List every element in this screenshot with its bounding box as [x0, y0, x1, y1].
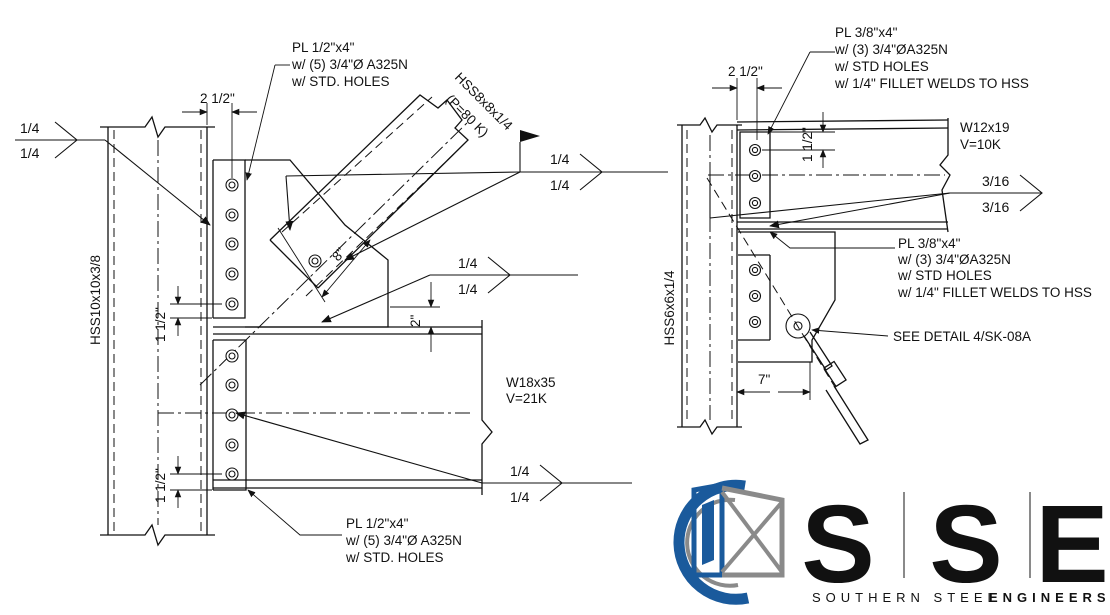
- right-top-plate-line-3: w/ STD HOLES: [834, 59, 929, 74]
- bolt: [225, 178, 239, 192]
- left-connection-detail: HSS10x10x3/8 8" HSS8x8x1/4 (P: [15, 40, 668, 565]
- brace-bolt: [308, 254, 322, 268]
- right-top-plate-line-4: w/ 1/4" FILLET WELDS TO HSS: [834, 76, 1029, 91]
- weld-brace-a: 1/4: [550, 151, 570, 167]
- bolt: [748, 315, 762, 329]
- logo-tagline-a: SOUTHERN STEEL: [812, 590, 1000, 605]
- weld-symbol-beam-bottom: [235, 411, 632, 502]
- right-bottom-bolts: [748, 263, 762, 329]
- weld-symbol-right-beam: [709, 174, 1043, 229]
- left-lower-bolts: [225, 349, 239, 481]
- dim-spacing-lower-text: 1 1/2": [153, 468, 168, 503]
- bolt: [225, 297, 239, 311]
- weld-right-beam-a: 3/16: [982, 173, 1009, 189]
- logo-letter-s1: S: [801, 483, 874, 606]
- right-top-plate-line-2: w/ (3) 3/4"ØA325N: [834, 42, 948, 57]
- dim-spacing-upper-text: 1 1/2": [153, 307, 168, 342]
- logo-emblem: [673, 479, 785, 605]
- bolt: [225, 408, 239, 422]
- dim-spacing-upper: [170, 286, 222, 336]
- weld-symbol-gusset: [321, 256, 578, 323]
- logo-tagline-b: ENGINEERS: [989, 590, 1110, 605]
- weld-right-beam-b: 3/16: [982, 199, 1009, 215]
- dim-edge-top-left-text: 2 1/2": [200, 91, 235, 106]
- bolt: [225, 267, 239, 281]
- right-top-plate: [739, 131, 771, 219]
- dim-plate-width-text: 7": [758, 372, 771, 387]
- dim-edge-top-left: [182, 103, 257, 178]
- right-beam-label: W12x19: [960, 120, 1010, 135]
- right-top-plate-line-1: PL 3/8"x4": [835, 25, 898, 40]
- right-beam-shear: V=10K: [960, 137, 1001, 152]
- bolt: [225, 438, 239, 452]
- dim-gusset-gap: [390, 282, 440, 352]
- bolt: [748, 196, 762, 210]
- weld-brace-b: 1/4: [550, 177, 570, 193]
- left-upper-plate: [212, 159, 246, 319]
- right-column-label: HSS6x6x1/4: [662, 270, 677, 346]
- bolt: [225, 237, 239, 251]
- weld-beam-bottom-b: 1/4: [510, 489, 530, 505]
- top-plate-line-1: PL 1/2"x4": [292, 40, 355, 55]
- right-bottom-plate: [738, 231, 836, 363]
- logo-letter-s2: S: [929, 483, 1002, 606]
- logo-letter-e: E: [1035, 483, 1108, 606]
- bolt: [748, 143, 762, 157]
- right-bottom-plate-line-1: PL 3/8"x4": [898, 236, 961, 251]
- right-bottom-plate-line-4: w/ 1/4" FILLET WELDS TO HSS: [897, 285, 1092, 300]
- left-beam-label: W18x35: [506, 375, 556, 390]
- bottom-plate-line-1: PL 1/2"x4": [346, 516, 409, 531]
- right-top-bolts: [748, 143, 762, 210]
- right-bottom-plate-line-3: w/ STD HOLES: [897, 268, 992, 283]
- right-connection-detail: HSS6x6x1/4 W12x19 V=10K: [662, 25, 1092, 445]
- bolt: [225, 349, 239, 363]
- top-plate-line-3: w/ STD. HOLES: [291, 74, 390, 89]
- bolt: [225, 467, 239, 481]
- weld-gusset-a: 1/4: [458, 255, 478, 271]
- dim-edge-top-right-text: 2 1/2": [728, 64, 763, 79]
- dim-gusset-gap-text: 2": [408, 314, 423, 327]
- weld-column-top-a: 1/4: [20, 120, 40, 136]
- left-beam-w18: [158, 320, 493, 495]
- left-upper-bolts: [225, 178, 239, 311]
- dim-plate-width: [736, 362, 811, 400]
- top-plate-line-2: w/ (5) 3/4"Ø A325N: [291, 57, 408, 72]
- weld-column-top-b: 1/4: [20, 145, 40, 161]
- dim-spacing-right-text: 1 1/2": [800, 127, 815, 162]
- weld-beam-bottom-a: 1/4: [510, 463, 530, 479]
- weld-symbol-brace: [285, 130, 668, 261]
- clevis-rod: [706, 177, 869, 445]
- bottom-plate-line-3: w/ STD. HOLES: [345, 550, 444, 565]
- dim-spacing-lower: [170, 456, 222, 508]
- left-hss-brace: [199, 94, 471, 386]
- left-column-label: HSS10x10x3/8: [88, 255, 103, 345]
- bolt: [748, 169, 762, 183]
- dim-edge-top-right: [712, 78, 782, 140]
- bottom-plate-line-2: w/ (5) 3/4"Ø A325N: [345, 533, 462, 548]
- sse-logo: S S E SOUTHERN STEEL ENGINEERS: [673, 479, 1110, 606]
- left-beam-shear: V=21K: [506, 391, 547, 406]
- right-bottom-plate-line-2: w/ (3) 3/4"ØA325N: [897, 252, 1011, 267]
- bolt: [225, 208, 239, 222]
- bolt: [748, 263, 762, 277]
- detail-reference: SEE DETAIL 4/SK-08A: [893, 329, 1031, 344]
- dim-spacing-right: [762, 112, 835, 168]
- weld-symbol-column-top: [15, 121, 211, 226]
- weld-gusset-b: 1/4: [458, 281, 478, 297]
- left-column-hss: [100, 115, 215, 547]
- left-lower-plate: [212, 339, 247, 491]
- bolt: [225, 378, 239, 392]
- bolt: [748, 289, 762, 303]
- right-column-hss: [677, 116, 742, 436]
